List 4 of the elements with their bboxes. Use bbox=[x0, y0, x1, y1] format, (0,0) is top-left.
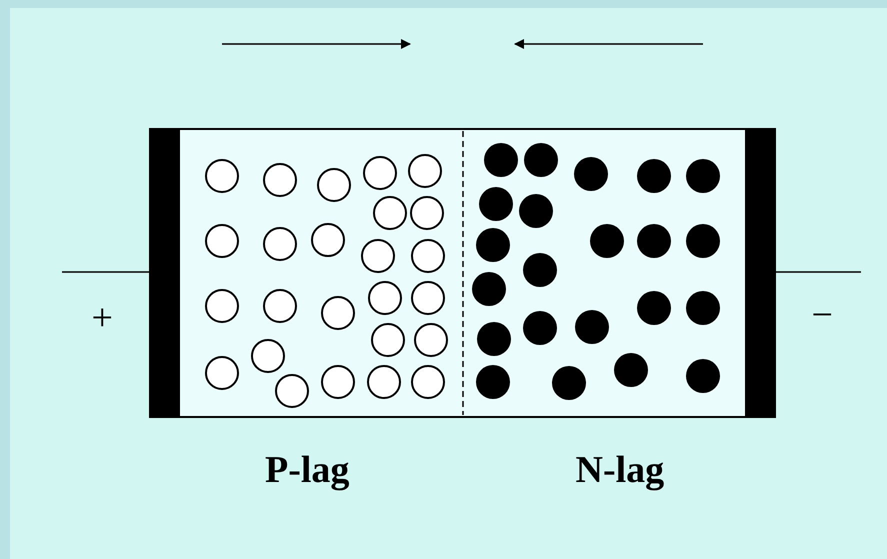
region-label: N-lag bbox=[576, 451, 664, 489]
polarity-sign: + bbox=[92, 299, 113, 337]
polarity-sign: − bbox=[812, 296, 833, 334]
region-label: P-lag bbox=[265, 451, 350, 489]
